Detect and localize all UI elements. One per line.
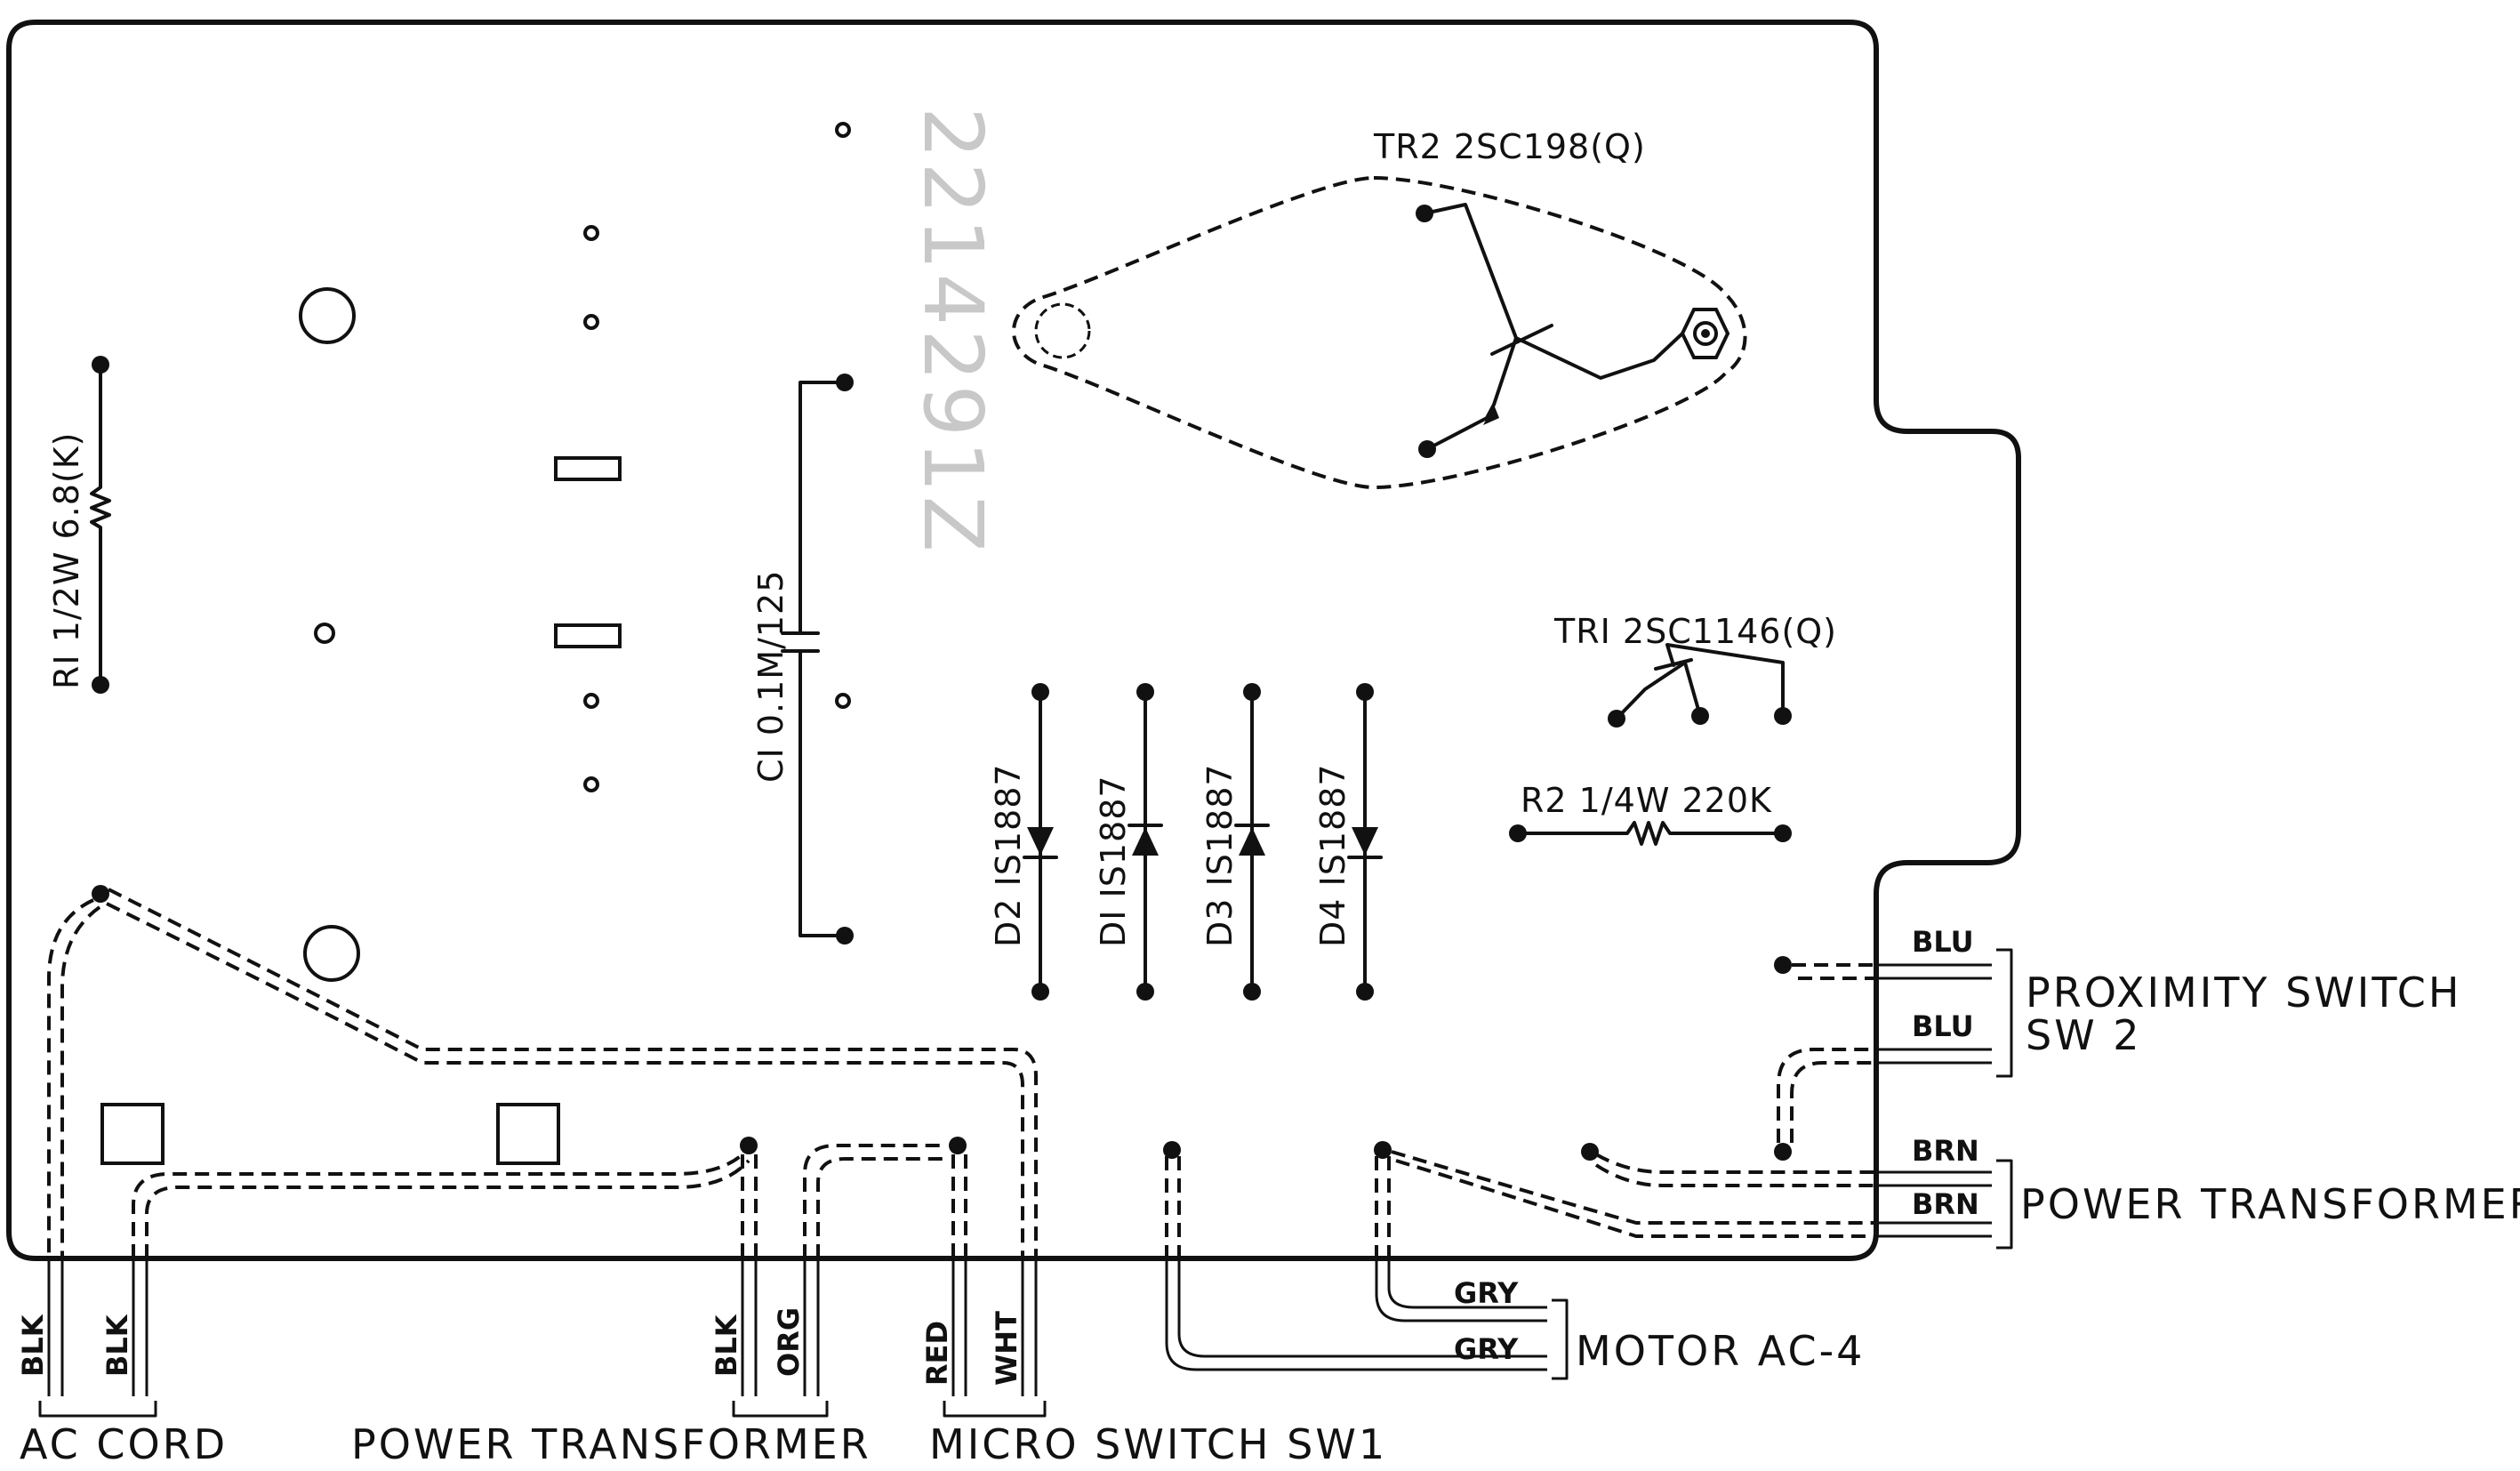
square-pad-2 bbox=[496, 1103, 560, 1165]
r2-label: R2 1/4W 220K bbox=[1521, 781, 1772, 820]
d2-label: D2 IS1887 bbox=[989, 763, 1028, 947]
diode-d4: D4 IS1887 bbox=[1313, 683, 1383, 1001]
wire-label-pt-blk: BLK bbox=[710, 1314, 743, 1377]
connection-labels: PROXIMITY SWITCH SW 2 POWER TRANSFORMER … bbox=[20, 969, 2520, 1468]
d1-label: DI IS1887 bbox=[1094, 775, 1133, 947]
tr2-label: TR2 2SC198(Q) bbox=[1373, 127, 1646, 166]
wire-label-ac-blk-1: BLK bbox=[16, 1314, 50, 1377]
small-pad bbox=[835, 693, 851, 709]
small-pad bbox=[583, 693, 599, 709]
wire-label-gry-1: GRY bbox=[1454, 1276, 1519, 1310]
proximity-switch-sw2-label: SW 2 bbox=[2026, 1011, 2142, 1059]
slot-pad-1 bbox=[554, 456, 622, 481]
wire-label-blu-2: BLU bbox=[1912, 1009, 1974, 1043]
square-pad-1 bbox=[100, 1103, 165, 1165]
wire-label-brn-2: BRN bbox=[1912, 1187, 1979, 1221]
wire-label-blu-1: BLU bbox=[1912, 925, 1974, 959]
wire-label-ms-wht: WHT bbox=[990, 1311, 1023, 1386]
small-pad bbox=[583, 225, 599, 241]
d4-label: D4 IS1887 bbox=[1313, 763, 1352, 947]
wire-color-labels: BLU BLU BRN BRN GRY GRY BLK BLK BLK ORG … bbox=[16, 925, 1979, 1386]
transistor-tr1: TRI 2SC1146(Q) bbox=[1553, 612, 1837, 727]
resistor-r2: R2 1/4W 220K bbox=[1509, 781, 1792, 846]
diode-d2: D2 IS1887 bbox=[989, 683, 1058, 1001]
mounting-holes bbox=[100, 122, 851, 1165]
small-pad bbox=[583, 776, 599, 792]
diode-d3: D3 IS1887 bbox=[1200, 683, 1270, 1001]
power-transformer-right-label: POWER TRANSFORMER bbox=[2020, 1180, 2520, 1228]
slot-pad-2 bbox=[554, 623, 622, 648]
small-pad bbox=[583, 314, 599, 330]
wire-label-brn-1: BRN bbox=[1912, 1134, 1979, 1168]
diode-d1: DI IS1887 bbox=[1094, 683, 1163, 1001]
micro-switch-label: MICRO SWITCH SW1 bbox=[929, 1420, 1387, 1468]
board-outline bbox=[6, 20, 2021, 1261]
ac-cord-label: AC CORD bbox=[20, 1420, 228, 1468]
tr1-label: TRI 2SC1146(Q) bbox=[1553, 612, 1837, 651]
wire-label-ms-red: RED bbox=[920, 1321, 954, 1386]
power-transformer-bottom-label: POWER TRANSFORMER bbox=[351, 1420, 871, 1468]
mount-hole-bottom bbox=[303, 925, 360, 982]
pad-mid-left bbox=[314, 623, 335, 644]
c1-label: CI 0.1M/125 bbox=[751, 570, 791, 783]
wire-label-pt-org: ORG bbox=[772, 1307, 806, 1377]
right-leads bbox=[1876, 963, 1992, 1238]
transistor-tr2: TR2 2SC198(Q) bbox=[1012, 127, 1747, 489]
on-board-wiring bbox=[47, 888, 1876, 1258]
capacitor-c1: CI 0.1M/125 bbox=[751, 374, 854, 944]
d3-label: D3 IS1887 bbox=[1200, 763, 1240, 947]
wire-label-ac-blk-2: BLK bbox=[100, 1314, 134, 1377]
mount-hole-top bbox=[299, 287, 356, 344]
wire-label-gry-2: GRY bbox=[1454, 1332, 1519, 1366]
board-stamp-number: 2214291Z bbox=[905, 107, 1000, 556]
group-brackets bbox=[38, 948, 2013, 1418]
small-pad bbox=[835, 122, 851, 138]
proximity-switch-label: PROXIMITY SWITCH bbox=[2026, 969, 2461, 1017]
r1-label: RI 1/2W 6.8(K) bbox=[47, 432, 86, 690]
motor-label: MOTOR AC-4 bbox=[1576, 1327, 1865, 1375]
resistor-r1: RI 1/2W 6.8(K) bbox=[47, 356, 111, 694]
wire-pads bbox=[92, 885, 1792, 1161]
tr2-case-outline bbox=[1012, 176, 1747, 489]
bottom-leads bbox=[47, 1258, 1547, 1396]
